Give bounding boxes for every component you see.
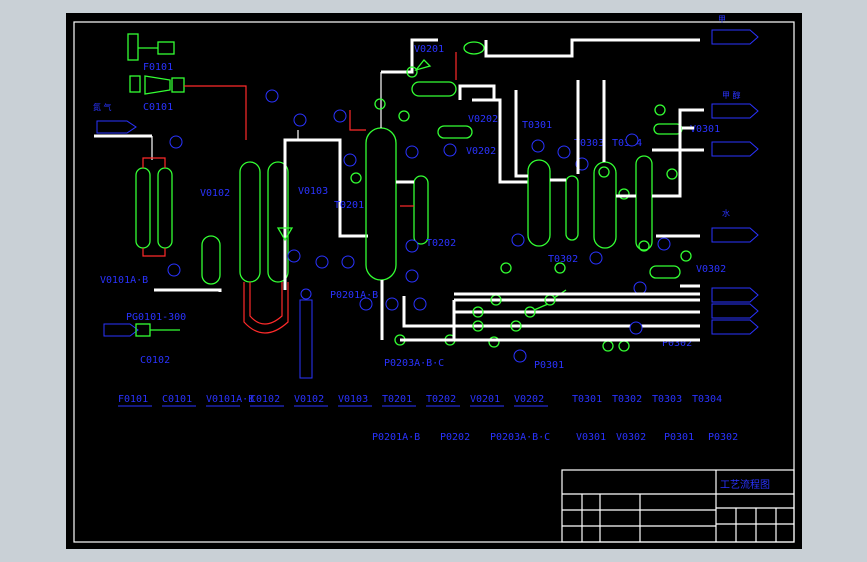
instrument-icon [443,143,457,157]
label-T0202: T0202 [426,238,456,249]
vessel-V0201 [411,81,457,97]
label-T0301: T0301 [522,120,552,131]
legend-item: P0301 [664,432,694,443]
condenser-icon [463,41,485,55]
product-arrow [711,287,759,303]
legend-item: V0103 [338,394,368,405]
label-P0301: P0301 [534,360,564,371]
column-T0302 [565,175,579,241]
drawing-title: 工艺流程图 [720,478,770,491]
product-arrow [711,319,759,335]
pg-arrow [103,323,139,337]
label-F0101: F0101 [143,62,173,73]
reactor-loop [243,282,289,334]
vessel-separator [201,235,221,285]
filter-icon [127,33,139,61]
instrument-icon [169,135,183,149]
legend-item: V0101A·B [206,394,254,405]
side-label-top: 甲 [718,15,726,24]
side-label-3: 水 [722,208,730,218]
product-arrow [711,303,759,319]
title-block [561,469,795,543]
instrument-icon [343,153,357,167]
label-V0103: V0103 [298,186,328,197]
column-T0301 [527,159,551,247]
product-arrow [711,29,759,45]
legend-item: P0201A·B [372,432,420,443]
label-P0201AB: P0201A·B [330,290,378,301]
legend-item: F0101 [118,394,148,405]
label-V0301: V0301 [690,124,720,135]
legend-item: P0202 [440,432,470,443]
legend-item: T0202 [426,394,456,405]
signal-line [184,85,247,140]
legend-item: P0302 [708,432,738,443]
label-V0302: V0302 [696,264,726,275]
instrument-icon [293,113,307,127]
product-arrow [711,141,759,157]
label-V0202: V0202 [468,114,498,125]
valve-icon [276,227,294,242]
control-valve-icon [414,59,432,72]
column-T0304 [635,155,653,251]
legend-item: C0101 [162,394,192,405]
side-label-2: 甲 醇 [722,90,741,100]
drawing-sheet [66,13,802,549]
label-T0302: T0302 [548,254,578,265]
equipment-legend-row2: P0201A·B P0202 P0203A·B·C V0301 V0302 P0301 P0… [372,432,738,443]
legend-item: V0201 [470,394,500,405]
label-V0201: V0201 [414,44,444,55]
legend-item: T0301 [572,394,602,405]
instrument-icon [167,263,181,277]
label-C0101: C0101 [143,102,173,113]
legend-item: T0304 [692,394,722,405]
vessel-V0202 [437,125,473,139]
legend-item: P0203A·B·C [490,432,550,443]
legend-item: T0302 [612,394,642,405]
instrument-icon [287,249,301,263]
legend-item: T0303 [652,394,682,405]
feed-arrow [96,120,137,134]
drawing-border [73,21,795,543]
label-V0102: V0102 [200,188,230,199]
legend-item: V0301 [576,432,606,443]
column-C0102 [299,299,313,379]
label-P0203ABC: P0203A·B·C [384,358,444,369]
instrument-icon [405,145,419,159]
legend-item: V0102 [294,394,324,405]
label-V0202b: V0202 [466,146,496,157]
label-V0101AB: V0101A·B [100,275,148,286]
label-C0102: C0102 [140,355,170,366]
legend-item: C0102 [250,394,280,405]
label-T0303: T0303 [574,138,604,149]
label-PG0101: PG0101-300 [126,312,186,323]
compressor-icon [144,75,171,95]
pump-P0203 [488,336,500,348]
column-T0202 [413,175,429,245]
label-T0201: T0201 [334,200,364,211]
product-arrow [711,227,759,243]
instrument-icon [333,109,347,123]
product-arrow [711,103,759,119]
feed-label: 氮 气 [93,102,112,112]
legend-item: V0202 [514,394,544,405]
legend-item: V0302 [616,432,646,443]
instrument-icon [315,255,329,269]
label-P0302: P0302 [662,338,692,349]
vessel-V0102b [267,161,289,283]
instrument-icon [341,255,355,269]
legend-item: T0201 [382,394,412,405]
instrument-icon [265,89,279,103]
vessel-V0302 [649,265,681,279]
compressor-motor-icon [129,75,141,93]
